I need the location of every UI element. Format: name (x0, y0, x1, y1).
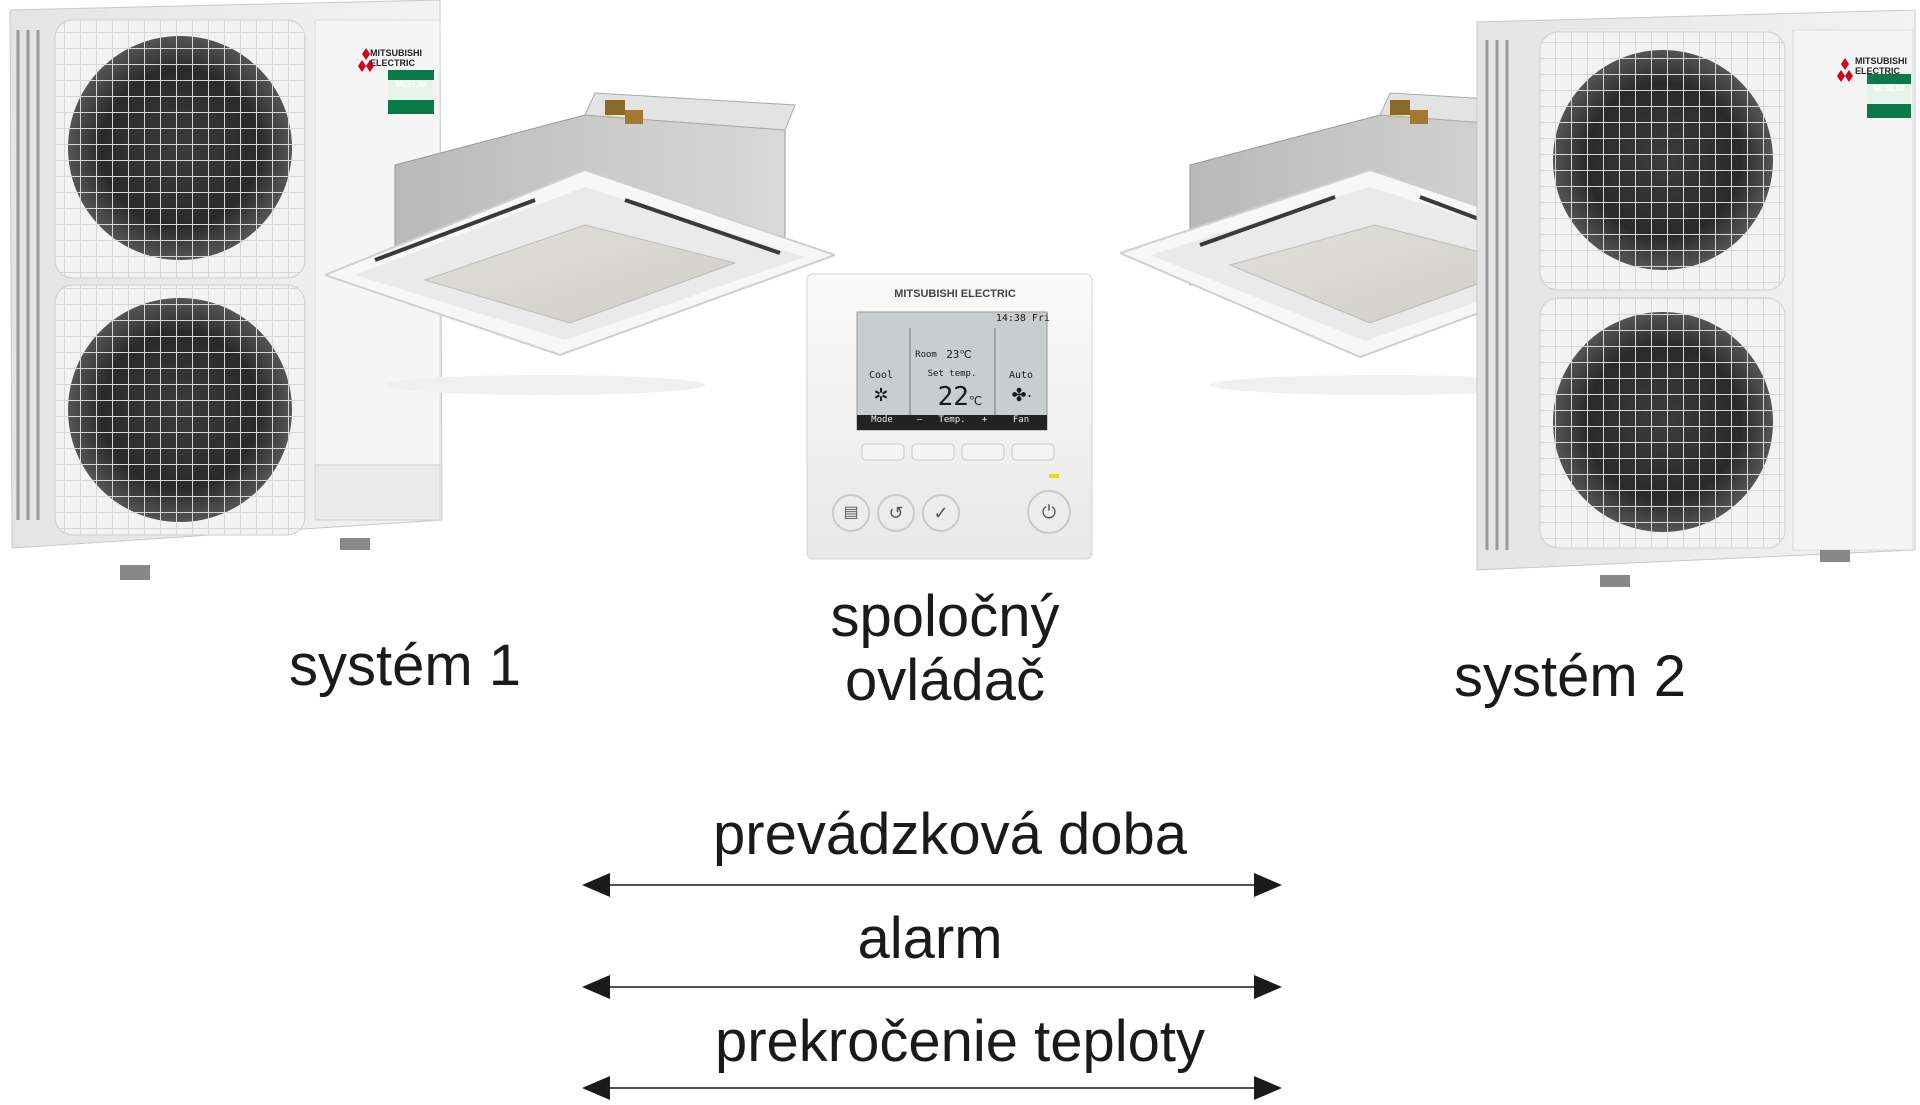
lcd-menu-mode: Mode (871, 415, 893, 425)
indoor-cassette-system-1 (325, 85, 835, 415)
checkmark-icon: ✓ (933, 503, 949, 523)
link-operating-time-label: prevádzková doba (713, 802, 1187, 867)
fan-icon: ✤· (1011, 385, 1033, 405)
link-alarm-arrow (582, 972, 1282, 1002)
remote-controller (805, 272, 1095, 562)
outdoor-unit-1-brand: MITSUBISHI ELECTRIC (370, 48, 423, 68)
lcd-menu-fan: Fan (1012, 415, 1030, 425)
link-temperature-exceeded-arrow (582, 1073, 1282, 1103)
lcd-fan-mode: Auto (1008, 370, 1034, 381)
lcd-set-temp: 22 (937, 382, 969, 412)
lcd-room-temp: 23℃ (946, 348, 972, 361)
link-alarm-label: alarm (857, 906, 1003, 971)
outdoor-unit-system-1 (0, 0, 450, 590)
snowflake-icon: ✲ (873, 385, 889, 405)
outdoor-unit-2-brand: MITSUBISHI ELECTRIC (1855, 56, 1908, 76)
outdoor-unit-2-badge: Mr.SLIM (1873, 84, 1905, 93)
mitsubishi-logo-icon (358, 48, 374, 72)
lcd-menu-temp: — Temp. + (916, 415, 988, 425)
lcd-clock: 14:38 Fri (995, 313, 1050, 324)
lcd-room-label: Room (915, 350, 937, 360)
controller-brand: MITSUBISHI ELECTRIC (894, 288, 1016, 300)
controller-label: spoločný ovládač (760, 585, 1130, 713)
link-temperature-exceeded-label: prekročenie teploty (714, 1009, 1206, 1074)
menu-icon: ▤ (843, 504, 859, 521)
system-2-label: systém 2 (1453, 644, 1687, 709)
menu-button[interactable]: ▤ (832, 494, 870, 532)
outdoor-unit-1-badge: Mr.SLIM (395, 80, 427, 89)
controller-label-line1: spoločný (830, 584, 1060, 649)
outdoor-unit-system-2 (1475, 10, 1920, 600)
system-1-label: systém 1 (288, 633, 522, 698)
lcd-mode: Cool (868, 370, 894, 381)
power-icon: ⏻ (1041, 502, 1057, 522)
return-icon: ↺ (888, 503, 904, 523)
mitsubishi-logo-icon (1837, 58, 1853, 82)
lcd-set-label: Set temp. (927, 369, 977, 379)
return-button[interactable]: ↺ (877, 494, 915, 532)
link-operating-time-arrow (582, 870, 1282, 900)
lcd-set-unit: ℃ (968, 394, 983, 408)
confirm-button[interactable]: ✓ (922, 494, 960, 532)
power-button[interactable]: ⏻ (1027, 490, 1071, 534)
controller-label-line2: ovládač (845, 647, 1045, 713)
